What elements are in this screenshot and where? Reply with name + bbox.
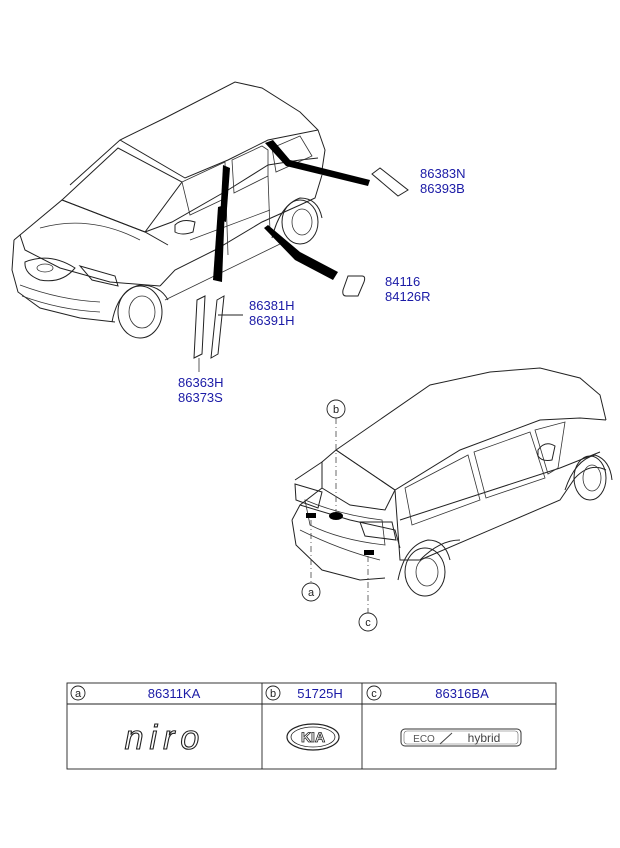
part-number-84116: 84116 bbox=[385, 274, 420, 289]
part-number-86393B: 86393B bbox=[420, 181, 465, 196]
part-number-86316BA: 86316BA bbox=[435, 686, 489, 701]
svg-text:a: a bbox=[75, 688, 82, 700]
eco-hybrid-emblem: ECO hybrid bbox=[400, 728, 522, 747]
part-number-86363H: 86363H bbox=[178, 375, 224, 390]
label-pillar-tape: 86363H 86373S bbox=[178, 375, 224, 405]
part-number-86311KA: 86311KA bbox=[148, 686, 201, 701]
emblem-table: a 86311KA b 51725H c 86316BA niro KIA bbox=[66, 682, 557, 770]
svg-text:ECO: ECO bbox=[413, 734, 435, 745]
front-leaders bbox=[213, 140, 370, 282]
label-side-garnish: 84116 84126R bbox=[385, 274, 431, 304]
svg-text:KIA: KIA bbox=[301, 729, 325, 745]
part-number-86373S: 86373S bbox=[178, 390, 223, 405]
kia-emblem: KIA bbox=[286, 723, 340, 751]
callout-a: a bbox=[301, 582, 321, 602]
svg-text:niro: niro bbox=[125, 719, 206, 757]
part-number-86381H: 86381H bbox=[249, 298, 295, 313]
label-pillar: 86381H 86391H bbox=[249, 298, 295, 328]
rear-car-illustration bbox=[291, 367, 613, 597]
label-roof-trim: 86383N 86393B bbox=[420, 166, 466, 196]
part-number-86383N: 86383N bbox=[420, 166, 466, 181]
table-header-b: b 51725H bbox=[265, 685, 343, 701]
svg-text:c: c bbox=[371, 688, 377, 700]
table-header-a: a 86311KA bbox=[70, 685, 201, 701]
part-86381H-shape bbox=[210, 295, 243, 359]
part-number-86391H: 86391H bbox=[249, 313, 295, 328]
svg-text:c: c bbox=[365, 617, 371, 629]
svg-text:b: b bbox=[270, 688, 276, 700]
part-number-84126R: 84126R bbox=[385, 289, 431, 304]
svg-text:a: a bbox=[308, 587, 315, 599]
part-84116-shape bbox=[342, 275, 366, 297]
svg-text:hybrid: hybrid bbox=[468, 731, 501, 745]
part-86363H-shape bbox=[193, 295, 206, 372]
svg-text:b: b bbox=[333, 404, 339, 416]
part-86383N-shape bbox=[371, 167, 409, 197]
callout-c: c bbox=[358, 612, 378, 632]
niro-emblem: niro bbox=[124, 718, 206, 757]
callout-b: b bbox=[326, 399, 346, 419]
part-number-51725H: 51725H bbox=[297, 686, 343, 701]
table-header-c: c 86316BA bbox=[366, 685, 489, 701]
